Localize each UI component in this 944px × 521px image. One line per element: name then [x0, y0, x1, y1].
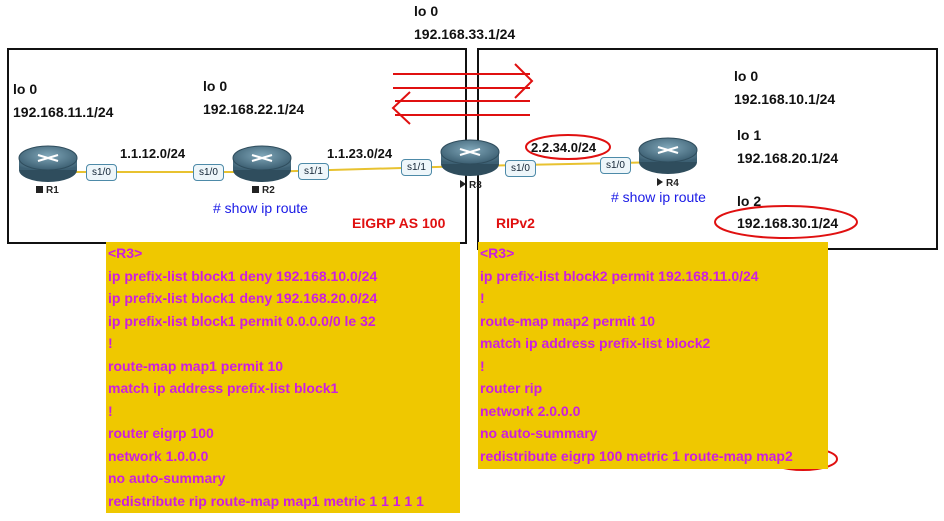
router-r3-icon[interactable]	[440, 139, 500, 176]
config-line: router rip	[480, 380, 543, 396]
r3-loopback: lo 0 192.168.33.1/24	[414, 2, 515, 43]
if-r2-s11[interactable]: s1/1	[298, 163, 329, 180]
config-line: redistribute eigrp 100 metric 1 route-ma…	[480, 447, 793, 464]
r4-lo2-addr: 192.168.30.1/24	[737, 215, 839, 231]
config-line: ip prefix-list block1 deny 192.168.10.0/…	[108, 267, 378, 284]
r4-lo0-addr: 192.168.10.1/24	[734, 91, 836, 107]
router-r2-icon[interactable]	[232, 145, 292, 182]
config-line: no auto-summary	[108, 470, 226, 486]
r1-loopback: lo 0 192.168.11.1/24	[13, 80, 113, 121]
config-line: router eigrp 100	[108, 425, 214, 441]
r4-lo1-name: lo 1	[737, 127, 762, 143]
router-r4-label: R4	[657, 178, 679, 189]
r1-lo-addr: 192.168.11.1/24	[13, 104, 114, 120]
config-line: <R3>	[480, 245, 515, 261]
link-r3-r4	[469, 161, 669, 167]
config-line: <R3>	[108, 245, 143, 261]
config-panel-rip: <R3> ip prefix-list block2 permit 192.168…	[478, 242, 828, 469]
r4-loopback-1: lo 1 192.168.20.1/24	[737, 126, 838, 167]
circle-r4-lo2	[714, 205, 858, 239]
config-line: ip prefix-list block1 deny 192.168.20.0/…	[108, 290, 378, 306]
if-r3-s11[interactable]: s1/1	[401, 159, 432, 176]
r2-loopback: lo 0 192.168.22.1/24	[203, 77, 304, 118]
r3-lo-name: lo 0	[414, 3, 439, 19]
config-line: ip prefix-list block1 permit 0.0.0.0/0 l…	[108, 312, 376, 329]
config-line: match ip address prefix-list block2	[480, 335, 711, 351]
config-line: !	[108, 335, 113, 351]
if-r4-s10[interactable]: s1/0	[600, 157, 631, 174]
config-line: network 2.0.0.0	[480, 402, 581, 419]
network-r3-r4: 2.2.34.0/24	[531, 140, 597, 155]
r4-lo1-addr: 192.168.20.1/24	[737, 150, 839, 166]
config-line: ip prefix-list block2 permit 192.168.11.…	[480, 267, 759, 284]
r2-lo-addr: 192.168.22.1/24	[203, 101, 305, 117]
r4-loopback-2: lo 2 192.168.30.1/24	[737, 192, 838, 232]
r2-marker-icon	[252, 186, 259, 193]
r1-marker-icon	[36, 186, 43, 193]
r2-lo-name: lo 0	[203, 78, 228, 94]
r4-lo0-name: lo 0	[734, 68, 759, 84]
config-panel-eigrp: <R3> ip prefix-list block1 deny 192.168.1…	[106, 242, 460, 513]
r2-show-ip-route-note: # show ip route	[213, 200, 308, 216]
config-lines-rip: <R3> ip prefix-list block2 permit 192.168…	[478, 242, 828, 467]
r4-lo2-name: lo 2	[737, 193, 762, 209]
r1-lo-name: lo 0	[13, 81, 38, 97]
config-line: !	[108, 402, 113, 419]
network-r2-r3: 1.1.23.0/24	[327, 146, 393, 161]
redistribute-arrow-right	[393, 63, 534, 99]
eigrp-area-label: EIGRP AS 100	[352, 215, 446, 231]
r3-lo-addr: 192.168.33.1/24	[414, 26, 516, 42]
config-line: route-map map2 permit 10	[480, 312, 656, 329]
r3-marker-icon	[460, 180, 466, 188]
router-r1-icon[interactable]	[18, 145, 78, 182]
redistribute-arrow-left	[391, 91, 530, 125]
r4-show-ip-route-note: # show ip route	[611, 189, 706, 205]
network-r1-r2: 1.1.12.0/24	[120, 146, 186, 161]
if-r2-s10[interactable]: s1/0	[193, 164, 224, 181]
config-line: !	[480, 290, 485, 306]
config-line: redistribute rip route-map map1 metric 1…	[108, 492, 424, 509]
config-line: match ip address prefix-list block1	[108, 380, 339, 396]
if-r1-s10[interactable]: s1/0	[86, 164, 117, 181]
config-line: network 1.0.0.0	[108, 447, 209, 464]
link-r2-r3	[261, 165, 471, 173]
config-line: no auto-summary	[480, 425, 598, 441]
router-r1-label: R1	[36, 185, 59, 196]
config-lines-eigrp: <R3> ip prefix-list block1 deny 192.168.1…	[106, 242, 460, 512]
config-line: !	[480, 357, 485, 374]
config-line: route-map map1 permit 10	[108, 357, 284, 374]
router-r2-label: R2	[252, 185, 275, 196]
r4-marker-icon	[657, 178, 663, 186]
if-r3-s10[interactable]: s1/0	[505, 160, 536, 177]
rip-area-label: RIPv2	[496, 215, 535, 231]
router-r4-icon[interactable]	[638, 137, 698, 174]
r4-loopback-0: lo 0 192.168.10.1/24	[734, 67, 835, 108]
circle-r3-r4-network	[525, 134, 611, 160]
router-r3-label: R3	[460, 180, 482, 191]
